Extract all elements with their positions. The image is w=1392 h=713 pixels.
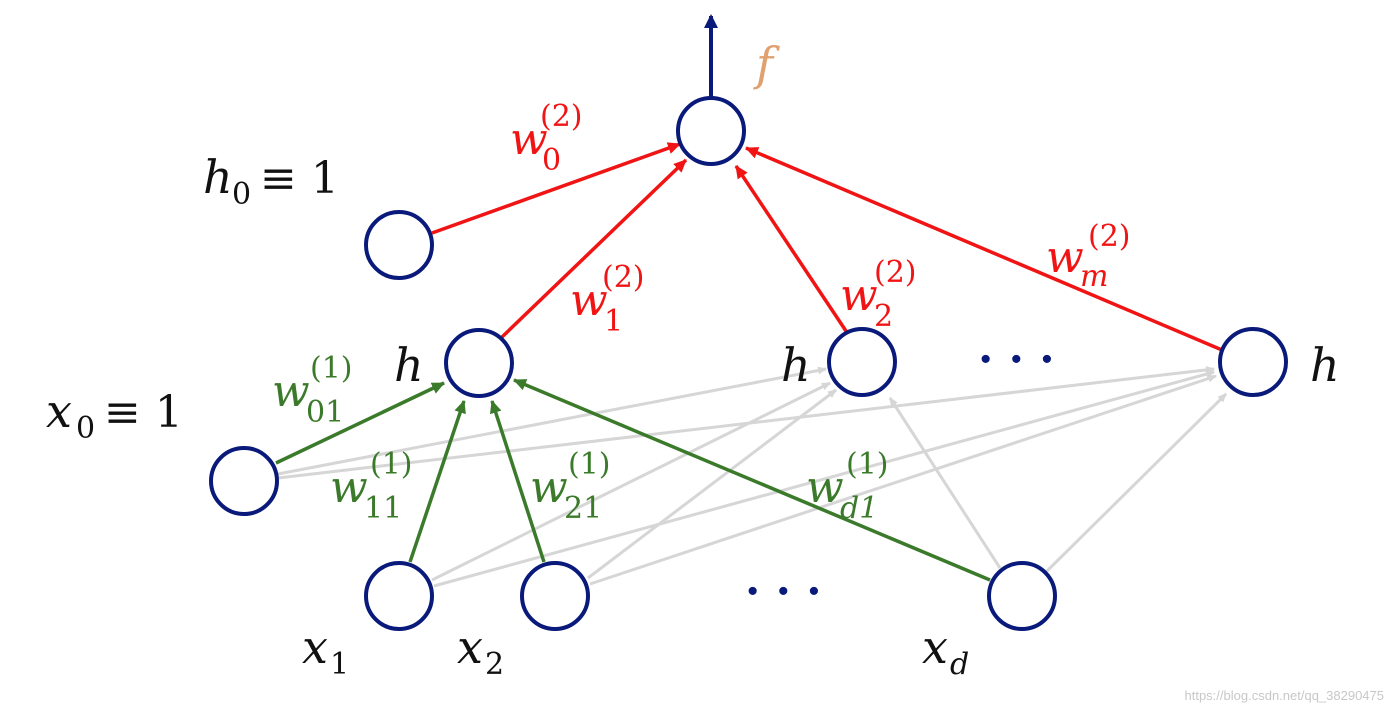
second-layer-edges xyxy=(431,142,1223,352)
edge-x2-h2 xyxy=(587,388,837,580)
weight-w0-2: w 0 (2) xyxy=(510,99,583,178)
svg-text:(1): (1) xyxy=(846,447,889,482)
input-node-x1 xyxy=(364,561,434,631)
input-node-xd xyxy=(987,561,1057,631)
weight-wm-2: w m (2) xyxy=(1046,219,1131,294)
svg-text:x: x xyxy=(922,620,948,674)
weight-w01-1: w 01 (1) xyxy=(272,351,353,430)
svg-text:x: x xyxy=(46,384,72,438)
edge-x2-h1 xyxy=(489,400,546,563)
edge-x1-hm xyxy=(433,370,1215,588)
input-label-xd: x d xyxy=(922,620,969,682)
edge-h0-out xyxy=(431,142,681,235)
bias-input-label: x 0 ≡ 1 xyxy=(46,384,183,446)
hidden-node-1 xyxy=(444,328,514,398)
edge-hm-out xyxy=(745,146,1223,352)
svg-text:2: 2 xyxy=(874,299,893,334)
weight-w21-1: w 21 (1) xyxy=(530,447,611,526)
svg-text:(2): (2) xyxy=(602,260,645,295)
hidden-label-m: h xyxy=(1310,338,1340,392)
svg-text:x: x xyxy=(302,620,328,674)
svg-text:w: w xyxy=(510,114,548,165)
svg-text:1: 1 xyxy=(604,304,623,339)
edge-x2-hm xyxy=(589,374,1217,586)
svg-text:w: w xyxy=(1046,232,1084,283)
bias-input-node xyxy=(209,446,279,516)
input-label-x2: x 2 xyxy=(457,620,504,682)
edge-x0-h2 xyxy=(277,366,827,476)
bias-hidden-label: h 0 ≡ 1 xyxy=(203,150,339,212)
svg-text:(1): (1) xyxy=(370,447,413,482)
svg-text:d: d xyxy=(950,647,969,682)
svg-text:1: 1 xyxy=(330,647,349,682)
svg-text:2: 2 xyxy=(485,647,504,682)
output-label: f xyxy=(753,37,780,91)
hidden-ellipsis: · · · xyxy=(978,334,1055,385)
edge-h2-out xyxy=(734,165,850,335)
hidden-node-2 xyxy=(827,327,897,397)
svg-text:11: 11 xyxy=(364,491,402,526)
bias-hidden-node xyxy=(364,210,434,280)
edge-x1-h1 xyxy=(408,400,466,563)
edge-h1-out xyxy=(500,158,688,339)
first-layer-highlight-edges xyxy=(275,378,991,582)
input-node-x2 xyxy=(520,561,590,631)
svg-text:w: w xyxy=(530,462,568,513)
svg-text:(2): (2) xyxy=(1088,219,1131,254)
svg-text:w: w xyxy=(570,275,608,326)
svg-text:(1): (1) xyxy=(310,351,353,386)
svg-text:0: 0 xyxy=(76,411,95,446)
edge-xd-hm xyxy=(1044,392,1228,574)
svg-text:m: m xyxy=(1080,259,1108,294)
svg-text:h: h xyxy=(203,150,233,204)
edge-x1-h2 xyxy=(431,381,831,582)
nodes xyxy=(209,96,1288,631)
svg-text:21: 21 xyxy=(564,491,602,526)
weight-w11-1: w 11 (1) xyxy=(330,447,413,526)
hidden-node-m xyxy=(1218,327,1288,397)
svg-text:01: 01 xyxy=(306,395,344,430)
svg-text:w: w xyxy=(330,462,368,513)
svg-text:0: 0 xyxy=(232,177,251,212)
hidden-label-2: h xyxy=(781,338,811,392)
watermark-text: https://blog.csdn.net/qq_38290475 xyxy=(1185,688,1385,703)
weight-wd1-1: w d1 (1) xyxy=(806,447,889,526)
svg-text:(1): (1) xyxy=(568,447,611,482)
svg-text:(2): (2) xyxy=(874,255,917,290)
svg-text:w: w xyxy=(806,462,844,513)
weight-w2-2: w 2 (2) xyxy=(840,255,917,334)
output-node xyxy=(676,96,746,166)
hidden-label-1: h xyxy=(394,338,424,392)
inactive-input-edges xyxy=(277,365,1228,588)
svg-text:x: x xyxy=(457,620,483,674)
svg-text:w: w xyxy=(272,366,310,417)
svg-text:d1: d1 xyxy=(840,491,878,526)
svg-text:≡ 1: ≡ 1 xyxy=(260,153,339,204)
edge-xd-h2 xyxy=(888,397,1002,569)
input-ellipsis: · · · xyxy=(745,566,822,617)
edge-xd-h1 xyxy=(513,378,991,582)
svg-text:w: w xyxy=(840,270,878,321)
svg-text:0: 0 xyxy=(542,143,561,178)
svg-text:(2): (2) xyxy=(540,99,583,134)
input-label-x1: x 1 xyxy=(302,620,349,682)
weight-w1-2: w 1 (2) xyxy=(570,260,645,339)
edge-x0-h1 xyxy=(275,381,445,465)
svg-text:≡ 1: ≡ 1 xyxy=(104,387,183,438)
